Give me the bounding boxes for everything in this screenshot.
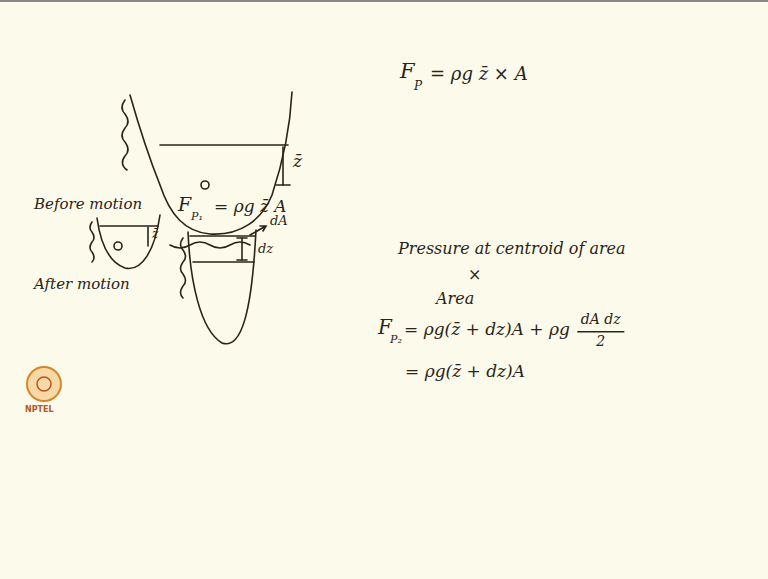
- hatching: [170, 242, 250, 248]
- note: Area: [436, 290, 474, 308]
- depth-line: [147, 227, 149, 246]
- vessel: [130, 92, 292, 234]
- leader-arrow: [250, 226, 266, 235]
- force-symbol: F: [400, 60, 415, 83]
- centroid: [114, 242, 122, 250]
- subscript: P₂: [390, 334, 402, 346]
- note: After motion: [34, 276, 130, 293]
- note: Pressure at centroid of area: [398, 240, 626, 258]
- subscript: P: [414, 80, 422, 93]
- centroid: [201, 181, 209, 189]
- depth-symbol: z̄: [152, 228, 158, 241]
- depth-symbol: z̄: [293, 152, 302, 171]
- force-symbol: F: [378, 316, 392, 338]
- hatching: [181, 238, 186, 298]
- rise-tick: [237, 259, 247, 261]
- equation: = ρg(z̄ + dz)A + ρg: [404, 320, 570, 339]
- free-surface: [160, 144, 288, 146]
- fraction-top: dA dz: [581, 312, 621, 327]
- logo: [27, 367, 61, 401]
- subscript: P₁: [191, 211, 203, 223]
- vessel: [97, 215, 160, 268]
- note: Before motion: [34, 196, 142, 213]
- equation: = ρg z̄ × A: [430, 64, 528, 84]
- free-surface: [100, 225, 158, 227]
- fraction-bottom: 2: [596, 334, 605, 349]
- fraction-bar: [578, 331, 624, 333]
- area-symbol: dA: [270, 214, 288, 228]
- rise-symbol: dz: [258, 242, 273, 256]
- frame-line: [0, 0, 768, 2]
- hatching: [122, 100, 128, 170]
- rise-line: [241, 238, 243, 260]
- original-surface: [193, 261, 254, 263]
- hatching: [90, 222, 94, 262]
- logo-text: NPTEL: [25, 406, 54, 415]
- rise-tick: [237, 237, 247, 239]
- depth-line: [282, 147, 284, 185]
- depth-tick: [276, 184, 290, 186]
- free-surface: [190, 235, 255, 237]
- force-symbol: F: [178, 194, 191, 215]
- equation: = ρg(z̄ + dz)A: [405, 362, 525, 381]
- times-sign: ×: [468, 266, 481, 284]
- logo: [37, 377, 51, 391]
- vessel: [188, 230, 256, 344]
- equation: = ρg z̄ A: [214, 197, 287, 216]
